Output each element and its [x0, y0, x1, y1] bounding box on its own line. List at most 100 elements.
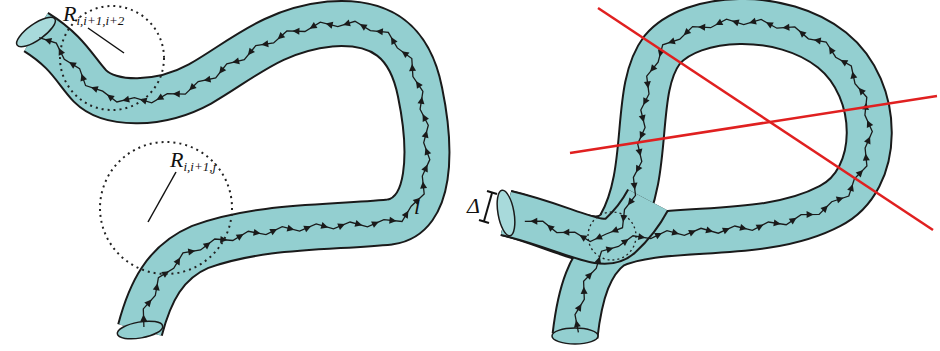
- bead-arrow: [402, 211, 409, 219]
- bead-arrow: [236, 234, 244, 241]
- bead-arrow: [547, 225, 555, 232]
- bead-arrow: [416, 81, 423, 89]
- bead-arrow: [140, 98, 148, 105]
- bead-arrow: [749, 18, 757, 25]
- leader-line: [88, 28, 124, 53]
- bead-arrow: [807, 211, 814, 218]
- bead-arrow: [631, 182, 638, 189]
- bead-arrow: [671, 229, 679, 236]
- bead-arrow: [253, 229, 261, 236]
- bead-arrow: [189, 83, 196, 90]
- bead-arrow: [248, 48, 255, 56]
- bead-arrow: [863, 154, 870, 161]
- bead-arrow: [705, 226, 713, 233]
- bead-arrow: [636, 148, 643, 156]
- bead-arrow: [654, 233, 662, 239]
- tube-end-cap: [494, 189, 518, 237]
- bead-arrow: [402, 51, 410, 58]
- bead-arrow: [643, 97, 649, 105]
- bead-arrow: [789, 218, 797, 225]
- bead-arrow: [321, 222, 329, 229]
- bead-arrow: [269, 229, 277, 235]
- dimension-bar: [484, 193, 492, 221]
- radius-symbol: R: [170, 149, 183, 171]
- bead-arrow: [144, 300, 151, 308]
- bead-arrow: [739, 224, 747, 231]
- bead-arrow: [173, 91, 180, 98]
- bead-arrow: [668, 38, 676, 45]
- bead-arrow: [418, 97, 425, 104]
- bead-arrow: [391, 37, 398, 45]
- bead-arrow: [850, 71, 857, 79]
- bead-arrow: [261, 40, 268, 47]
- bead-chain: [525, 19, 873, 332]
- tube-outline: [36, 24, 427, 330]
- bead-arrow: [423, 114, 429, 122]
- bead-arrow: [122, 96, 130, 103]
- bead-arrow: [174, 258, 181, 266]
- bead-arrow: [91, 86, 99, 93]
- bead-arrow: [847, 184, 854, 192]
- bead-arrow: [156, 93, 164, 100]
- leader-line: [148, 172, 176, 222]
- tube-end-cap: [13, 12, 60, 51]
- bead-arrow: [425, 148, 432, 156]
- bead-arrow: [219, 66, 226, 74]
- bead-arrow: [644, 81, 651, 88]
- bead-arrow: [562, 229, 569, 236]
- bead-arrow: [287, 225, 295, 232]
- bead-arrow: [360, 24, 368, 31]
- bead-arrow: [840, 60, 848, 66]
- bead-arrow: [836, 197, 844, 204]
- bead-arrow: [715, 19, 723, 25]
- bead-arrow: [684, 28, 691, 35]
- bead-arrow: [585, 272, 592, 279]
- bead-arrow: [420, 181, 427, 188]
- forbidden-line: [570, 96, 937, 153]
- bead-arrow: [640, 131, 646, 139]
- radius-circle: [100, 142, 232, 274]
- bead-arrow: [422, 131, 429, 139]
- bead-chain: [39, 21, 430, 327]
- contact-circle: [588, 212, 636, 260]
- bead-arrow: [371, 221, 379, 227]
- bead-arrow: [722, 228, 730, 234]
- bead-arrow: [140, 314, 147, 321]
- bead-arrow: [611, 226, 619, 233]
- radius-subscript: i,i+1,i+2: [76, 14, 124, 27]
- bead-arrow: [354, 220, 362, 227]
- bead-arrow: [864, 137, 870, 145]
- bead-arrow: [153, 283, 160, 291]
- bead-arrow: [859, 88, 866, 96]
- bead-arrow: [409, 64, 416, 71]
- bead-arrow: [581, 287, 588, 294]
- radius-subscript: i,i+1,j: [183, 160, 216, 173]
- dimension-bar: [479, 220, 489, 223]
- bead-arrow: [766, 22, 774, 28]
- bead-arrow: [376, 28, 383, 35]
- bead-arrow: [620, 215, 627, 222]
- bead-arrow: [575, 304, 582, 312]
- bead-arrow: [621, 239, 629, 246]
- bead-arrow: [782, 24, 789, 31]
- radius-symbol: R: [63, 3, 76, 25]
- bead-arrow: [292, 28, 299, 35]
- bead-arrow: [698, 24, 705, 31]
- bead-arrow: [799, 31, 807, 38]
- bead-arrow: [326, 22, 334, 29]
- bead-arrow: [820, 206, 827, 213]
- bead-arrow: [756, 225, 764, 231]
- bead-arrow: [650, 64, 657, 72]
- bead-arrow: [688, 230, 696, 236]
- forbidden-line: [598, 8, 933, 230]
- tube-end-cap: [116, 318, 164, 342]
- tube-body: [36, 24, 427, 330]
- bead-arrow: [636, 165, 642, 173]
- bead-arrow: [421, 165, 427, 173]
- bead-arrow: [220, 236, 227, 243]
- bead-arrow: [628, 197, 635, 205]
- bead-arrow: [278, 32, 286, 39]
- bead-arrow: [80, 74, 87, 82]
